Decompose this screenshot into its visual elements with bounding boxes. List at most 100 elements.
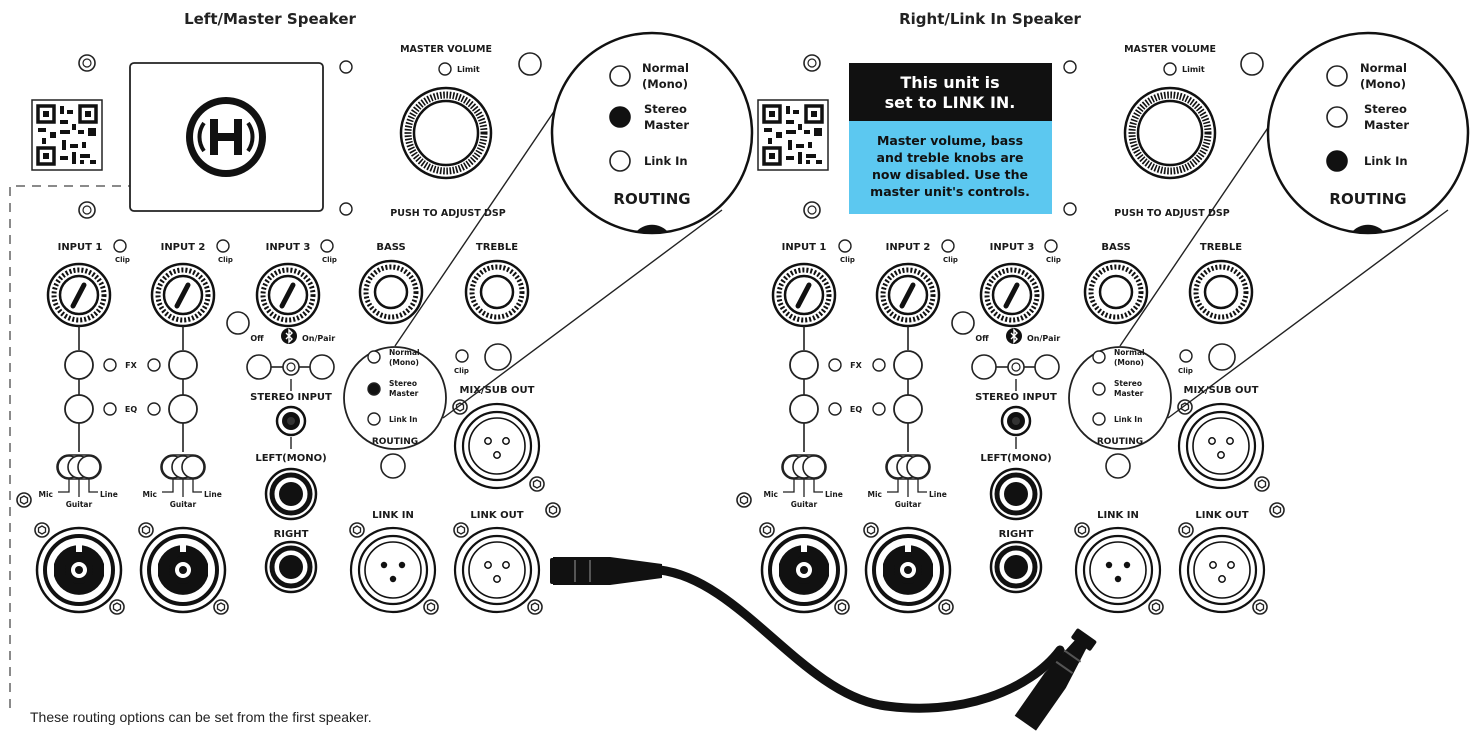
input1-gain-knob[interactable] (773, 264, 835, 326)
bass-knob[interactable] (1085, 261, 1147, 323)
svg-text:and treble knobs are: and treble knobs are (877, 150, 1024, 165)
bluetooth-switch[interactable] (971, 354, 1060, 391)
fx-button[interactable] (789, 350, 819, 380)
link-out-connector[interactable] (1178, 526, 1266, 614)
caption: These routing options can be set from th… (30, 709, 372, 725)
input2-label: INPUT 2 (886, 242, 931, 253)
left-mono-jack[interactable] (991, 469, 1041, 519)
guitar-label: Guitar (170, 500, 197, 509)
bluetooth-button[interactable] (226, 311, 250, 335)
on-pair-label: On/Pair (1027, 334, 1060, 343)
master-volume-label: MASTER VOLUME (1124, 44, 1216, 55)
panel-button[interactable] (1208, 343, 1236, 371)
treble-knob[interactable] (1190, 261, 1252, 323)
screw-icon (529, 476, 545, 492)
treble-knob[interactable] (466, 261, 528, 323)
input3-gain-knob[interactable] (981, 264, 1043, 326)
fx-label: FX (125, 361, 137, 370)
routing-option-normal[interactable] (1326, 65, 1348, 87)
panel-button[interactable] (518, 52, 542, 76)
input2-label: INPUT 2 (161, 242, 206, 253)
master-volume-knob[interactable] (1125, 88, 1215, 178)
eq-button[interactable] (789, 394, 819, 424)
svg-text:Link In: Link In (644, 154, 688, 168)
line-label: Line (929, 490, 947, 499)
screw-icon (736, 492, 752, 508)
svg-text:Normal: Normal (642, 61, 689, 75)
right-jack-label: RIGHT (999, 529, 1034, 540)
input3-label: INPUT 3 (990, 242, 1035, 253)
svg-text:Link In: Link In (1114, 415, 1142, 424)
screw-icon (213, 599, 229, 615)
fx-button[interactable] (64, 350, 94, 380)
stereo-input-jack[interactable] (1000, 405, 1032, 437)
mix-sub-out-label: MIX/SUB OUT (460, 385, 535, 396)
svg-text:Link In: Link In (1364, 154, 1408, 168)
link-in-connector[interactable] (1074, 526, 1162, 614)
fx-button[interactable] (893, 350, 923, 380)
left-panel: MASTER VOLUME Limit PUSH TO ADJUST DSP I… (16, 31, 754, 615)
limit-led (1163, 62, 1177, 76)
input2-gain-knob[interactable] (877, 264, 939, 326)
fx-button[interactable] (168, 350, 198, 380)
input1-mode-switch[interactable] (781, 454, 827, 497)
eq-button[interactable] (64, 394, 94, 424)
svg-text:Normal: Normal (389, 348, 420, 357)
input1-mode-switch[interactable] (56, 454, 102, 497)
eq-label: EQ (125, 405, 137, 414)
screw-icon (545, 502, 561, 518)
clip-led (1044, 239, 1058, 253)
limit-label: Limit (1182, 65, 1205, 74)
routing-option-link[interactable] (609, 150, 631, 172)
eq-button[interactable] (168, 394, 198, 424)
left-mono-label: LEFT(MONO) (255, 453, 326, 464)
master-volume-knob[interactable] (401, 88, 491, 178)
master-volume-label: MASTER VOLUME (400, 44, 492, 55)
input2-combo-jack[interactable] (139, 526, 227, 614)
input2-mode-switch[interactable] (160, 454, 206, 497)
eq-led (872, 402, 886, 416)
fx-led (872, 358, 886, 372)
clip-label: Clip (454, 367, 469, 375)
routing-inset-small: Normal (Mono) Stereo Master Link In ROUT… (343, 346, 447, 450)
input3-label: INPUT 3 (266, 242, 311, 253)
input1-combo-jack[interactable] (760, 526, 848, 614)
svg-text:Link In: Link In (389, 415, 417, 424)
mix-sub-out-connector[interactable] (1177, 402, 1265, 490)
link-out-connector[interactable] (453, 526, 541, 614)
link-in-label: LINK IN (372, 510, 414, 521)
input2-combo-jack[interactable] (864, 526, 952, 614)
mix-sub-out-connector[interactable] (453, 402, 541, 490)
led-indicator (339, 202, 353, 216)
bass-knob[interactable] (360, 261, 422, 323)
input3-gain-knob[interactable] (257, 264, 319, 326)
treble-label: TREBLE (476, 242, 518, 253)
input1-combo-jack[interactable] (35, 526, 123, 614)
routing-button[interactable] (380, 453, 406, 479)
panel-button[interactable] (1240, 52, 1264, 76)
input2-gain-knob[interactable] (152, 264, 214, 326)
routing-option-stereo[interactable] (1326, 106, 1348, 128)
input2-mode-switch[interactable] (885, 454, 931, 497)
eq-button[interactable] (893, 394, 923, 424)
input1-gain-knob[interactable] (48, 264, 110, 326)
routing-option-stereo[interactable] (609, 106, 631, 128)
bass-label: BASS (1101, 242, 1130, 253)
stereo-input-jack[interactable] (275, 405, 307, 437)
xlr-plug-left (550, 557, 662, 585)
xlr-cable (550, 557, 1097, 731)
limit-led (438, 62, 452, 76)
left-mono-jack[interactable] (266, 469, 316, 519)
bluetooth-switch[interactable] (246, 354, 335, 391)
off-label: Off (975, 334, 989, 343)
bluetooth-button[interactable] (951, 311, 975, 335)
right-jack[interactable] (266, 542, 316, 592)
link-in-connector[interactable] (349, 526, 437, 614)
svg-text:ROUTING: ROUTING (1097, 437, 1143, 447)
routing-button[interactable] (1105, 453, 1131, 479)
panel-button[interactable] (484, 343, 512, 371)
routing-option-link[interactable] (1326, 150, 1348, 172)
link-out-label: LINK OUT (1195, 510, 1248, 521)
right-jack[interactable] (991, 542, 1041, 592)
routing-option-normal[interactable] (609, 65, 631, 87)
